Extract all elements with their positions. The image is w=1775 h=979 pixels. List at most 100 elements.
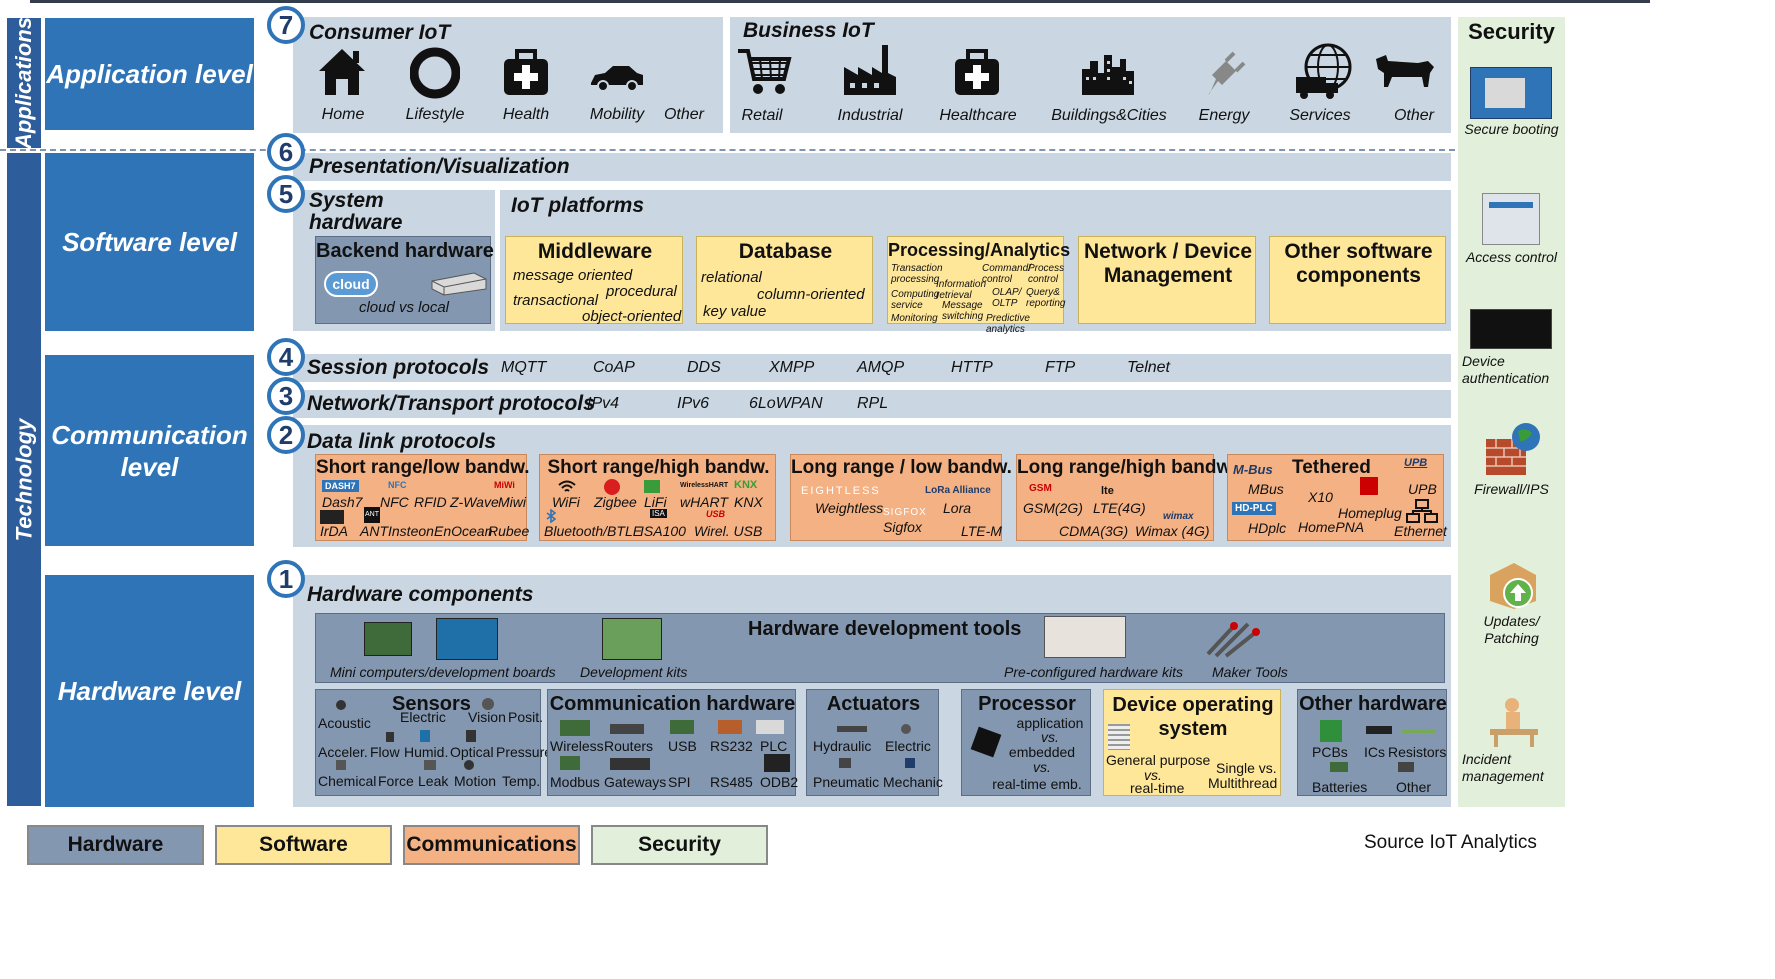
processing-item: Information retrieval: [936, 279, 987, 301]
business-item-label: Retail: [741, 107, 783, 124]
protocol-item: XMPP: [769, 359, 815, 376]
system-hardware-title: System hardware: [309, 189, 403, 234]
vision-sensor-icon: [482, 698, 494, 710]
dl-item: Sigfox: [883, 519, 922, 535]
dl-item: Dash7: [322, 494, 363, 510]
pcb-icon: [1320, 720, 1342, 742]
arduino-board-icon: [436, 618, 498, 660]
dl-item: EnOcean: [434, 523, 493, 539]
sensor-item: Posit.: [508, 709, 544, 725]
dl-item: Weightless: [815, 500, 884, 516]
os-line: Single vs.: [1216, 760, 1277, 776]
processing-item: Process control: [1028, 263, 1065, 285]
os-code-icon: [1108, 724, 1130, 750]
processing-item: Predictive analytics: [986, 313, 1030, 335]
processing-item: Message switching: [942, 300, 984, 322]
protocol-item: FTP: [1045, 359, 1076, 376]
layer-number-7: 7: [267, 6, 305, 44]
access-control-icon: [1482, 193, 1540, 245]
network-transport-bar: Network/Transport protocols IPv4 IPv6 6L…: [293, 390, 1451, 418]
usb-logo-icon: USB: [706, 509, 726, 519]
device-os-box: Device operating system General purpose …: [1103, 689, 1281, 796]
presentation-title: Presentation/Visualization: [309, 155, 570, 178]
comm-hw-item: PLC: [760, 738, 788, 754]
dl-item: WiFi: [552, 494, 580, 510]
electric-actuator-icon: [901, 724, 911, 734]
security-column: Security Secure booting Access control D…: [1458, 17, 1565, 807]
optical-sensor-icon: [466, 730, 476, 742]
comm-hw-item: Modbus: [550, 774, 600, 790]
processing-item: Command/ control: [982, 263, 1031, 285]
sensor-item: Force: [378, 773, 414, 789]
legend-security: Security: [591, 825, 768, 865]
communication-hardware-box: Communication hardware Wireless Routers …: [547, 689, 798, 796]
middleware-item: transactional: [513, 292, 599, 309]
leak-sensor-icon: [424, 760, 436, 770]
consumer-item-label: Other: [663, 106, 704, 123]
hardware-components-panel: Hardware components Hardware development…: [293, 575, 1451, 807]
tethered-box: M-Bus Tethered UPB MBus X10 UPB HD-PLC H…: [1227, 454, 1447, 541]
dl-item: KNX: [734, 494, 763, 510]
processing-item: Transaction processing: [891, 263, 943, 285]
comm-hw-item: RS232: [710, 738, 753, 754]
firewall-icon: [1486, 423, 1540, 475]
security-title: Security: [1468, 19, 1555, 44]
healthcare-icon: [955, 49, 999, 95]
layer-number-3: 3: [267, 377, 305, 415]
dl-item: Insteon: [388, 523, 434, 539]
section-divider: [0, 149, 1455, 151]
dl-item: LTE-M: [961, 523, 1002, 539]
modbus-icon: [560, 756, 580, 770]
dl-item: Z-Wave: [450, 494, 499, 510]
comm-hw-item: USB: [668, 738, 697, 754]
server-icon: [431, 272, 487, 296]
data-link-title: Data link protocols: [307, 430, 497, 453]
sensor-item: Motion: [454, 773, 497, 789]
consumer-item-label: Home: [321, 106, 365, 123]
middleware-item: message oriented: [513, 267, 633, 284]
acoustic-sensor-icon: [336, 700, 346, 710]
dl-item: Miwi: [498, 494, 526, 510]
long-range-low-box: Long range / low bandw. EIGHTLESS LoRa A…: [790, 454, 1012, 541]
mobility-icon: [591, 66, 643, 92]
sensor-item: Electric: [400, 709, 446, 725]
sensor-item: Temp.: [502, 773, 541, 789]
miwi-logo-icon: MiWi: [494, 480, 515, 490]
comm-hw-item: SPI: [668, 774, 691, 790]
database-item: relational: [701, 269, 762, 286]
presentation-bar: Presentation/Visualization: [293, 153, 1451, 181]
sensor-item: Pressure: [496, 744, 553, 760]
os-line: real-time: [1130, 780, 1185, 796]
dl-item: LiFi: [644, 494, 667, 510]
dl-item: Wirel. USB: [694, 523, 763, 539]
lte-logo-icon: lte: [1101, 485, 1114, 497]
sigfox-logo-icon: SIGFOX: [883, 507, 927, 518]
dl-item: Rubee: [488, 523, 530, 539]
sensor-item: Vision: [468, 709, 506, 725]
database-item: key value: [703, 303, 767, 320]
lora-logo-icon: LoRa Alliance: [925, 485, 991, 496]
router-icon: [610, 724, 644, 734]
industrial-factory-icon: [844, 45, 896, 95]
consumer-iot-title: Consumer IoT: [309, 21, 451, 44]
ethernet-icon: [1406, 499, 1438, 523]
wimax-logo-icon: wimax: [1163, 511, 1194, 522]
rs232-icon: [718, 720, 742, 734]
maker-tools-icon: [1206, 622, 1260, 658]
business-item-label: Healthcare: [939, 107, 1017, 124]
gateway-icon: [610, 758, 650, 770]
dl-item: MBus: [1248, 481, 1284, 497]
database-item: column-oriented: [757, 286, 865, 303]
top-rule: [30, 0, 1650, 3]
business-item-label: Services: [1289, 107, 1351, 124]
dl-item: Ethernet: [1394, 523, 1447, 539]
processor-line: embedded: [1008, 744, 1076, 760]
dl-item: Bluetooth/BTLE: [544, 523, 643, 539]
hardware-level: Hardware level: [45, 575, 254, 807]
devtools-item: Maker Tools: [1212, 664, 1288, 680]
actuator-item: Pneumatic: [813, 774, 880, 790]
cloud-icon: cloud: [324, 271, 378, 297]
comm-hw-item: Wireless: [550, 738, 604, 754]
network-management-title: Network / Device Management: [1083, 240, 1253, 287]
dl-item: GSM(2G): [1023, 500, 1083, 516]
